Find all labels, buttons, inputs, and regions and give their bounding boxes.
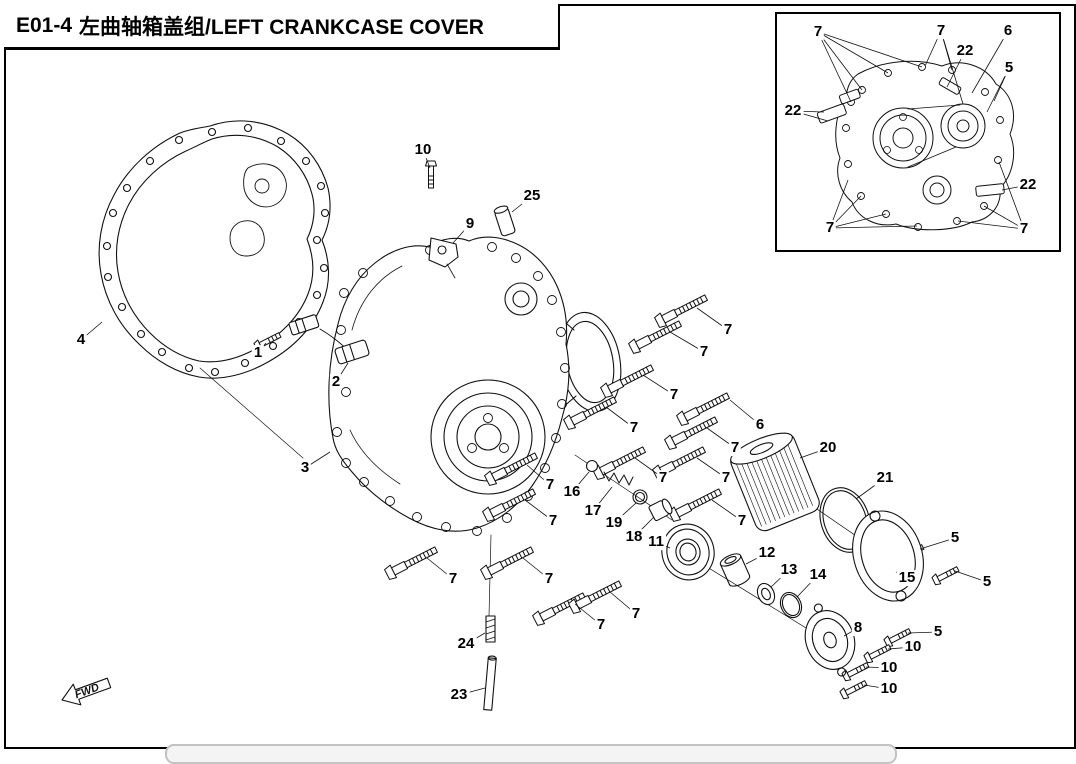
- pressure-valve-parts-16-17-18-19: [585, 459, 673, 522]
- page-title: E01-4 左曲轴箱盖组/LEFT CRANKCASE COVER: [4, 4, 560, 50]
- section-name: 左曲轴箱盖组/LEFT CRANKCASE COVER: [79, 15, 484, 39]
- section-code: E01-4: [16, 13, 73, 37]
- top-parts-9-25: [428, 205, 516, 279]
- bearing-parts-11-12-13-14: [661, 523, 803, 619]
- dowel-parts-23-24: [483, 615, 497, 711]
- inset-assembled-view: [816, 60, 1015, 231]
- fwd-arrow: FWD: [61, 677, 112, 706]
- gasket-part-4: [98, 120, 331, 379]
- bottom-scrollbar[interactable]: [165, 744, 897, 764]
- inset-view-frame: [775, 12, 1061, 252]
- cover-part-3: [328, 236, 570, 536]
- sensor-parts-1-2: [288, 314, 370, 365]
- filter-parts-20-21: [730, 432, 871, 553]
- fwd-label: FWD: [73, 681, 101, 701]
